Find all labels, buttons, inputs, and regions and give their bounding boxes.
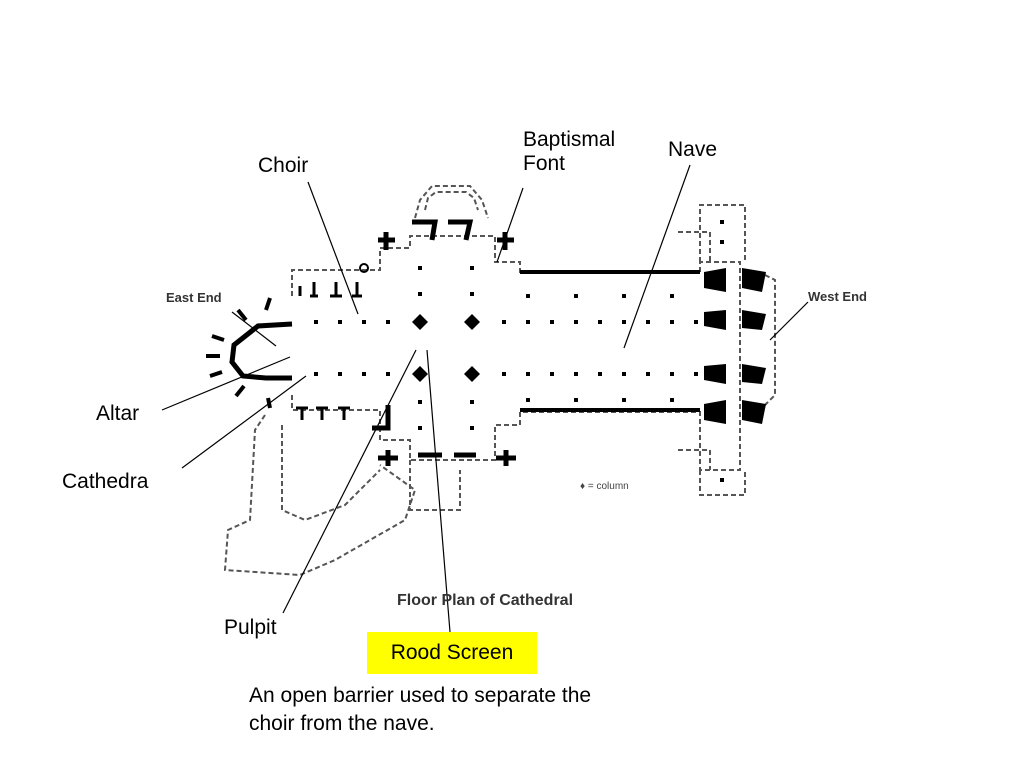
column-rows [520,270,700,412]
column-legend: ♦ = column [580,481,629,492]
nave-label: Nave [668,138,718,161]
baptismal-font-line1: Baptismal [523,128,616,151]
plan-outline [223,185,776,577]
aisle-piers [296,282,362,420]
plan-caption: Floor Plan of Cathedral [397,592,573,609]
east-end-label: East End [166,290,222,305]
baptismal-font-label: Baptismal Font [523,128,615,176]
cathedra-label: Cathedra [62,470,149,493]
west-front-piers [704,268,766,424]
rood-screen-definition: An open barrier used to separate the cho… [249,684,592,736]
east-buttresses [206,297,272,409]
altar-label: Altar [96,402,140,425]
plan-walls [229,219,516,466]
leader-lines [161,164,809,633]
rood-screen-label: Rood Screen [390,641,514,664]
west-end-label: West End [808,289,867,304]
font-detail [359,263,369,273]
small-columns [314,220,724,482]
choir-label: Choir [258,154,309,177]
pulpit-label: Pulpit [224,616,277,639]
crossing-piers [412,314,480,382]
baptismal-font-line2: Font [523,152,566,176]
rood-screen-highlight: Rood Screen [367,632,537,674]
